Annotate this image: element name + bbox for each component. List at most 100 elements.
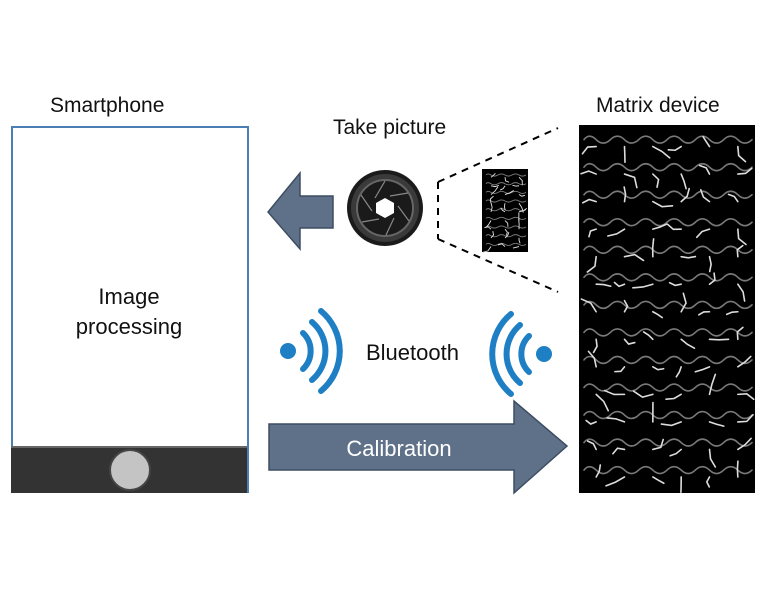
zoom-line-bottom (437, 238, 559, 293)
matrix-stroke (737, 145, 747, 163)
matrix-stroke (504, 220, 509, 227)
matrix-thumbnail-pattern (482, 172, 528, 253)
matrix-stroke (736, 326, 744, 341)
matrix-stroke (680, 292, 687, 313)
matrix-stroke (665, 393, 682, 400)
matrix-stroke (588, 228, 597, 238)
image-processing-label-line1: Image (98, 284, 160, 309)
camera-lens-icon (347, 170, 423, 246)
matrix-stroke (737, 228, 747, 246)
image-processing-label-line2: processing (75, 314, 183, 339)
matrix-stroke (652, 366, 665, 371)
matrix-stroke (614, 366, 626, 373)
matrix-stroke (698, 310, 711, 316)
matrix-stroke (708, 272, 716, 286)
matrix-stroke (632, 283, 654, 289)
matrix-wave (583, 438, 753, 447)
matrix-wave (485, 190, 527, 194)
matrix-stroke (708, 255, 712, 273)
matrix-stroke (518, 194, 526, 197)
matrix-stroke (736, 244, 744, 258)
matrix-stroke (512, 184, 520, 187)
matrix-stroke (694, 366, 711, 373)
bluetooth-label: Bluetooth (366, 340, 459, 365)
matrix-stroke (623, 299, 629, 313)
matrix-stroke (623, 186, 627, 203)
matrix-stroke (586, 255, 597, 273)
matrix-stroke (623, 253, 645, 262)
matrix-stroke (482, 246, 492, 253)
take-picture-label: Take picture (333, 116, 447, 139)
matrix-stroke (518, 207, 528, 213)
matrix-stroke (675, 366, 682, 378)
matrix-wave (583, 218, 753, 227)
matrix-stroke (490, 186, 499, 195)
matrix-wave (485, 182, 527, 186)
matrix-stroke (736, 460, 739, 478)
matrix-stroke (699, 189, 711, 203)
matrix-wave (583, 328, 753, 337)
matrix-stroke (705, 476, 711, 488)
matrix-stroke (595, 464, 602, 478)
smartphone-title: Smartphone (50, 94, 165, 117)
wireless-signal-icon (489, 311, 552, 397)
matrix-stroke (585, 419, 597, 425)
smartphone-screen (11, 126, 249, 493)
matrix-stroke (652, 173, 660, 188)
matrix-stroke (702, 135, 711, 148)
matrix-stroke (497, 243, 506, 247)
matrix-stroke (708, 373, 717, 396)
matrix-stroke (518, 176, 523, 186)
matrix-wave (583, 465, 753, 475)
matrix-device-pattern (580, 135, 755, 494)
matrix-stroke (504, 228, 508, 236)
matrix-stroke (500, 207, 506, 213)
matrix-stroke (504, 177, 510, 183)
matrix-wave (485, 242, 527, 246)
matrix-stroke (642, 331, 654, 341)
matrix-stroke (737, 167, 753, 175)
matrix-stroke (668, 281, 682, 287)
left-arrow (267, 170, 334, 252)
matrix-wave (485, 173, 527, 177)
matrix-stroke (695, 228, 711, 239)
matrix-stroke (581, 198, 597, 204)
wireless-signal-icon (280, 308, 343, 394)
zoom-line-top (437, 127, 559, 183)
matrix-stroke (680, 255, 697, 259)
calibration-label: Calibration (346, 436, 452, 461)
matrix-stroke (737, 413, 754, 423)
matrix-stroke (518, 237, 521, 244)
matrix-stroke (660, 421, 682, 427)
matrix-stroke (490, 184, 500, 188)
matrix-stroke (490, 231, 495, 239)
matrix-stroke (669, 448, 682, 457)
matrix-stroke (490, 202, 493, 212)
matrix-stroke (595, 393, 610, 412)
matrix-wave (583, 273, 753, 282)
matrix-stroke (606, 417, 626, 423)
matrix-wave (583, 355, 753, 365)
matrix-stroke (652, 476, 665, 485)
matrix-stroke (708, 448, 717, 468)
calibration-arrow (268, 399, 569, 495)
matrix-stroke (632, 390, 654, 398)
matrix-stroke (698, 164, 711, 175)
matrix-stroke (727, 193, 739, 203)
matrix-stroke (607, 228, 626, 237)
matrix-wave (583, 383, 753, 392)
matrix-stroke (652, 223, 668, 230)
matrix-stroke (652, 310, 664, 319)
matrix-stroke (680, 338, 696, 350)
matrix-stroke (737, 392, 755, 401)
matrix-stroke (680, 187, 691, 203)
matrix-stroke (737, 283, 746, 302)
matrix-stroke (737, 355, 752, 368)
matrix-stroke (612, 447, 626, 455)
matrix-wave (583, 190, 753, 199)
matrix-stroke (580, 170, 597, 175)
matrix-stroke (652, 438, 664, 451)
matrix-stroke (587, 350, 597, 368)
matrix-stroke (580, 298, 597, 313)
